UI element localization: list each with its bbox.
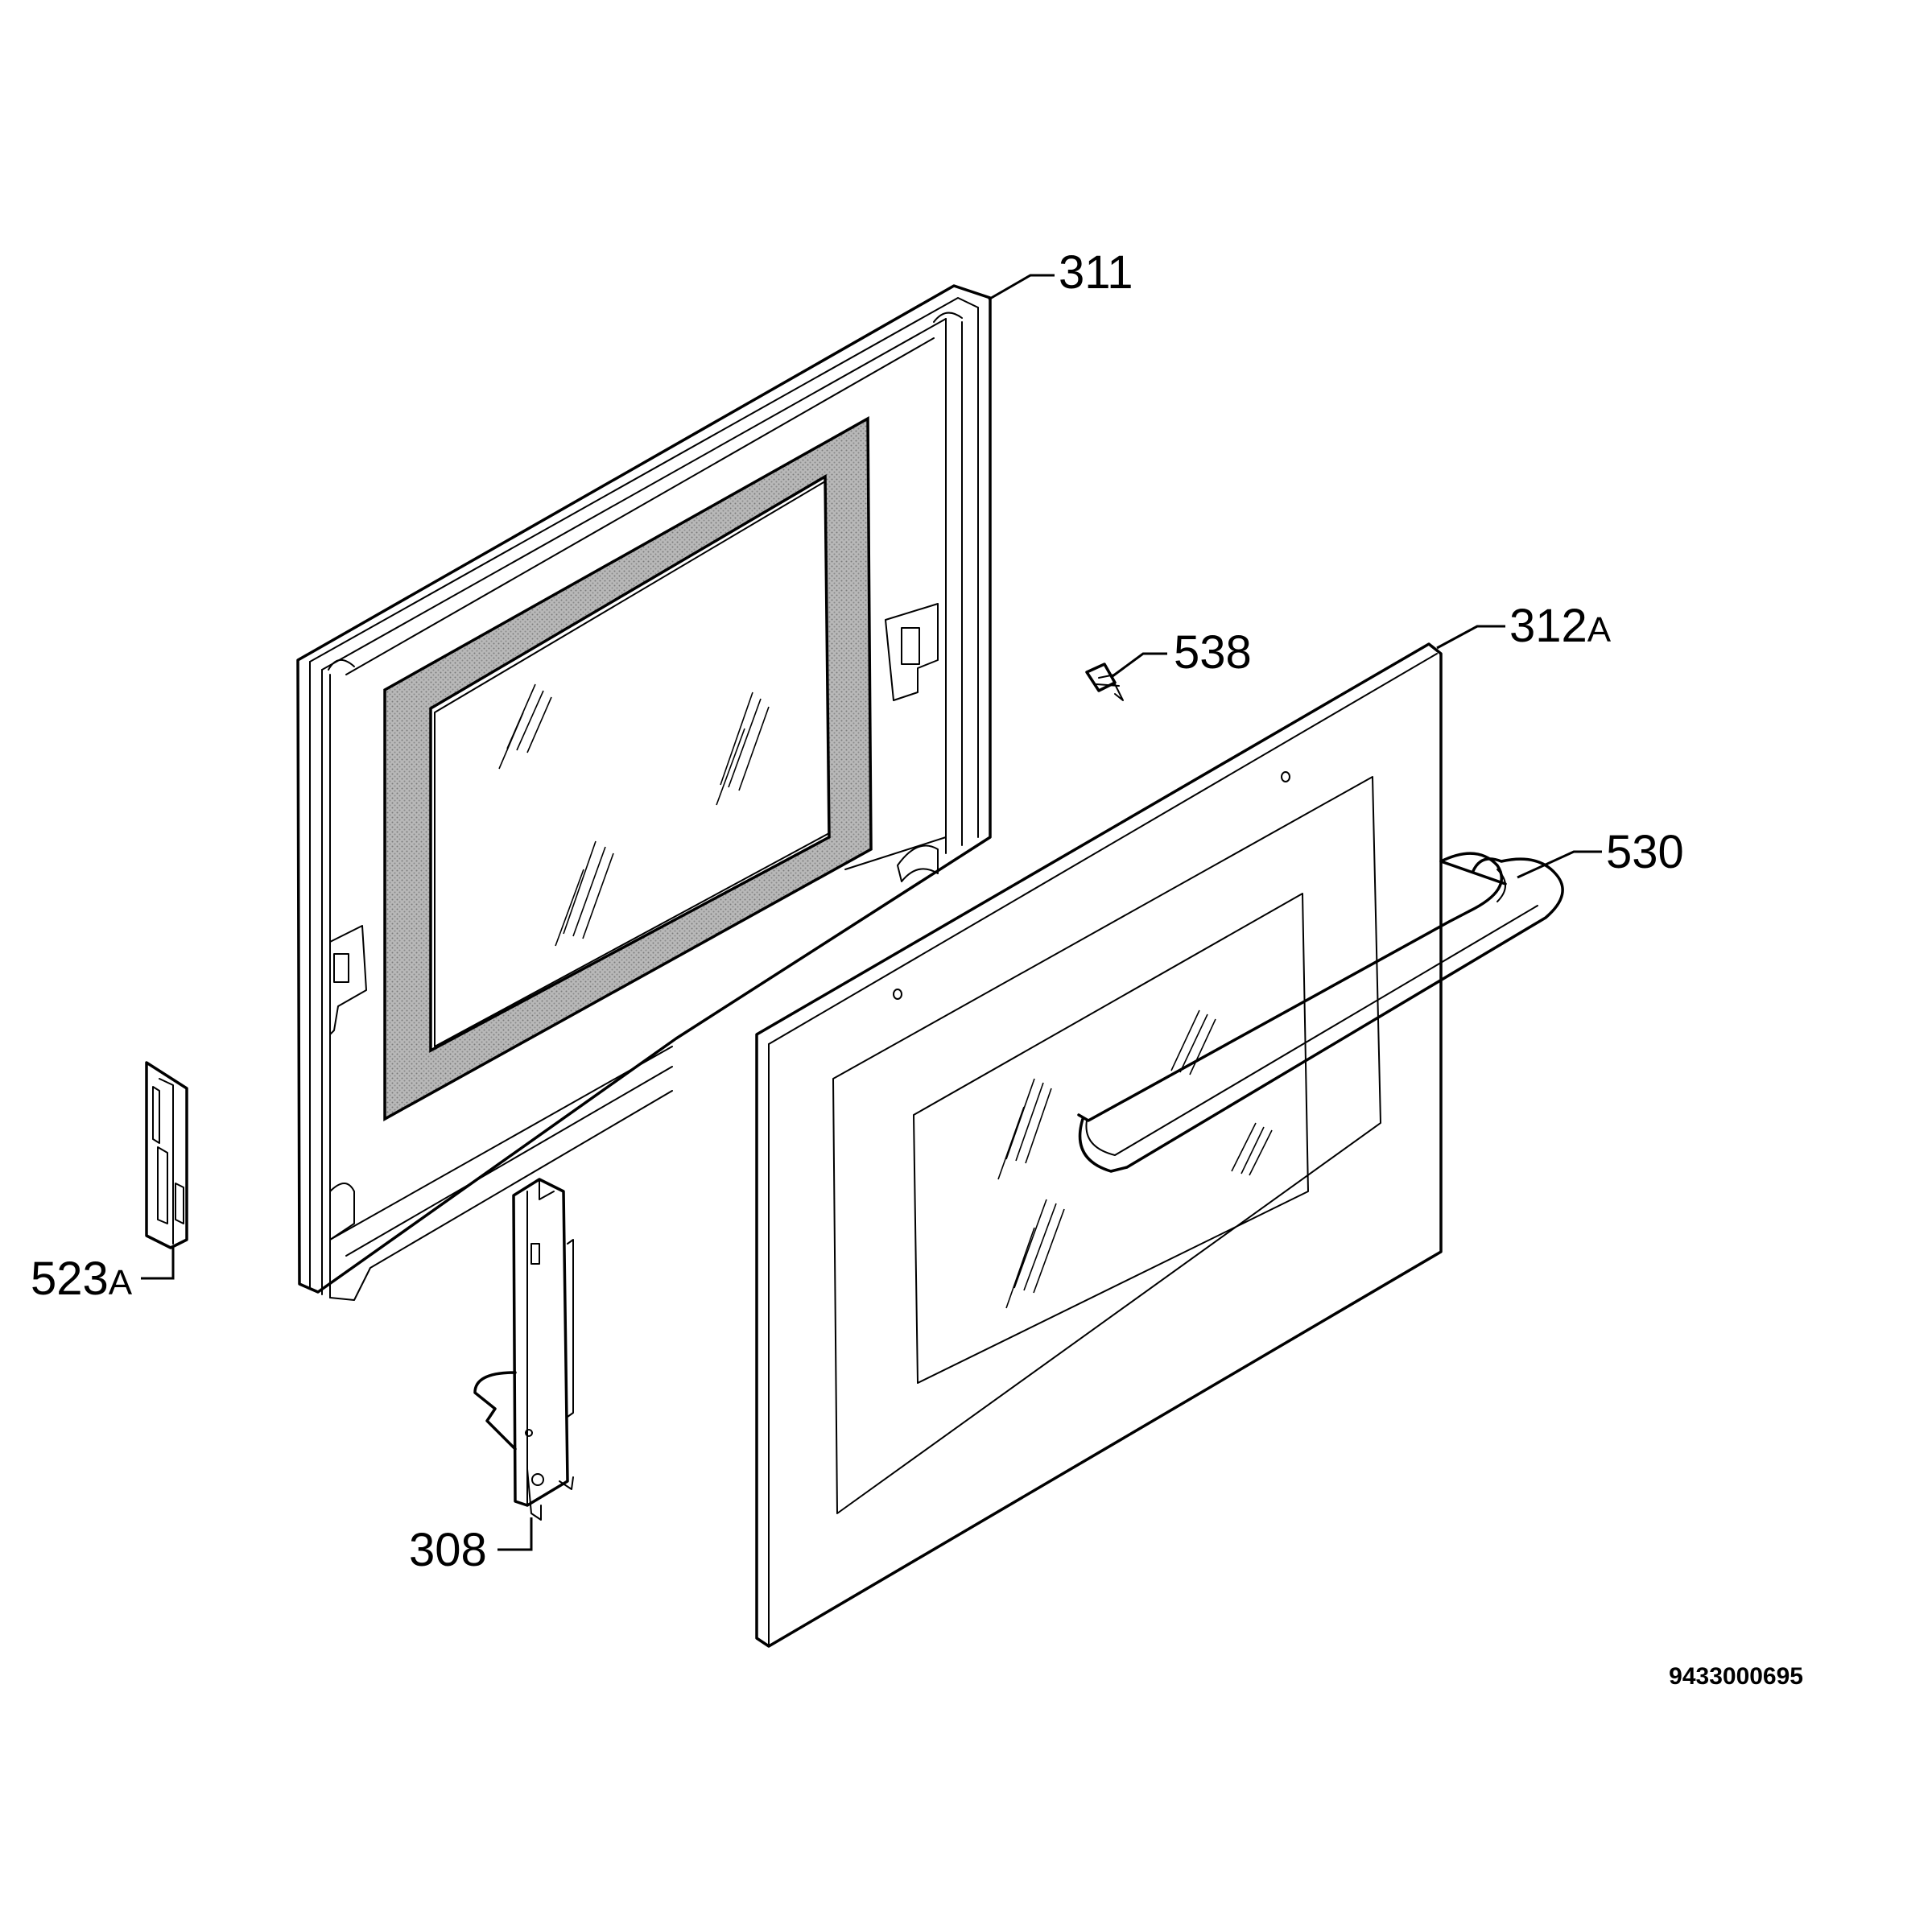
leader-523A xyxy=(141,1248,175,1280)
leader-311 xyxy=(988,274,1055,301)
door-handle-530 xyxy=(1077,852,1564,1173)
callout-312A: 312A xyxy=(1509,600,1612,652)
callout-523A: 523A xyxy=(31,1253,133,1305)
screw-538 xyxy=(1085,663,1124,701)
leader-312A xyxy=(1436,625,1505,650)
glass-reflection-311 xyxy=(498,683,770,947)
hinge-308 xyxy=(473,1178,574,1521)
callout-308: 308 xyxy=(409,1524,487,1576)
document-number: 9433000695 xyxy=(1669,1663,1803,1690)
callout-311: 311 xyxy=(1059,246,1133,299)
latch-523A xyxy=(145,1061,188,1249)
inner-door-frame-311 xyxy=(296,284,992,1301)
outer-door-glass-312A xyxy=(755,642,1443,1648)
callout-530: 530 xyxy=(1606,826,1684,878)
leader-308 xyxy=(497,1517,533,1551)
leader-530 xyxy=(1517,850,1602,879)
callout-538: 538 xyxy=(1174,626,1252,679)
glass-reflection-312A xyxy=(997,1009,1273,1309)
leader-538 xyxy=(1112,652,1167,678)
